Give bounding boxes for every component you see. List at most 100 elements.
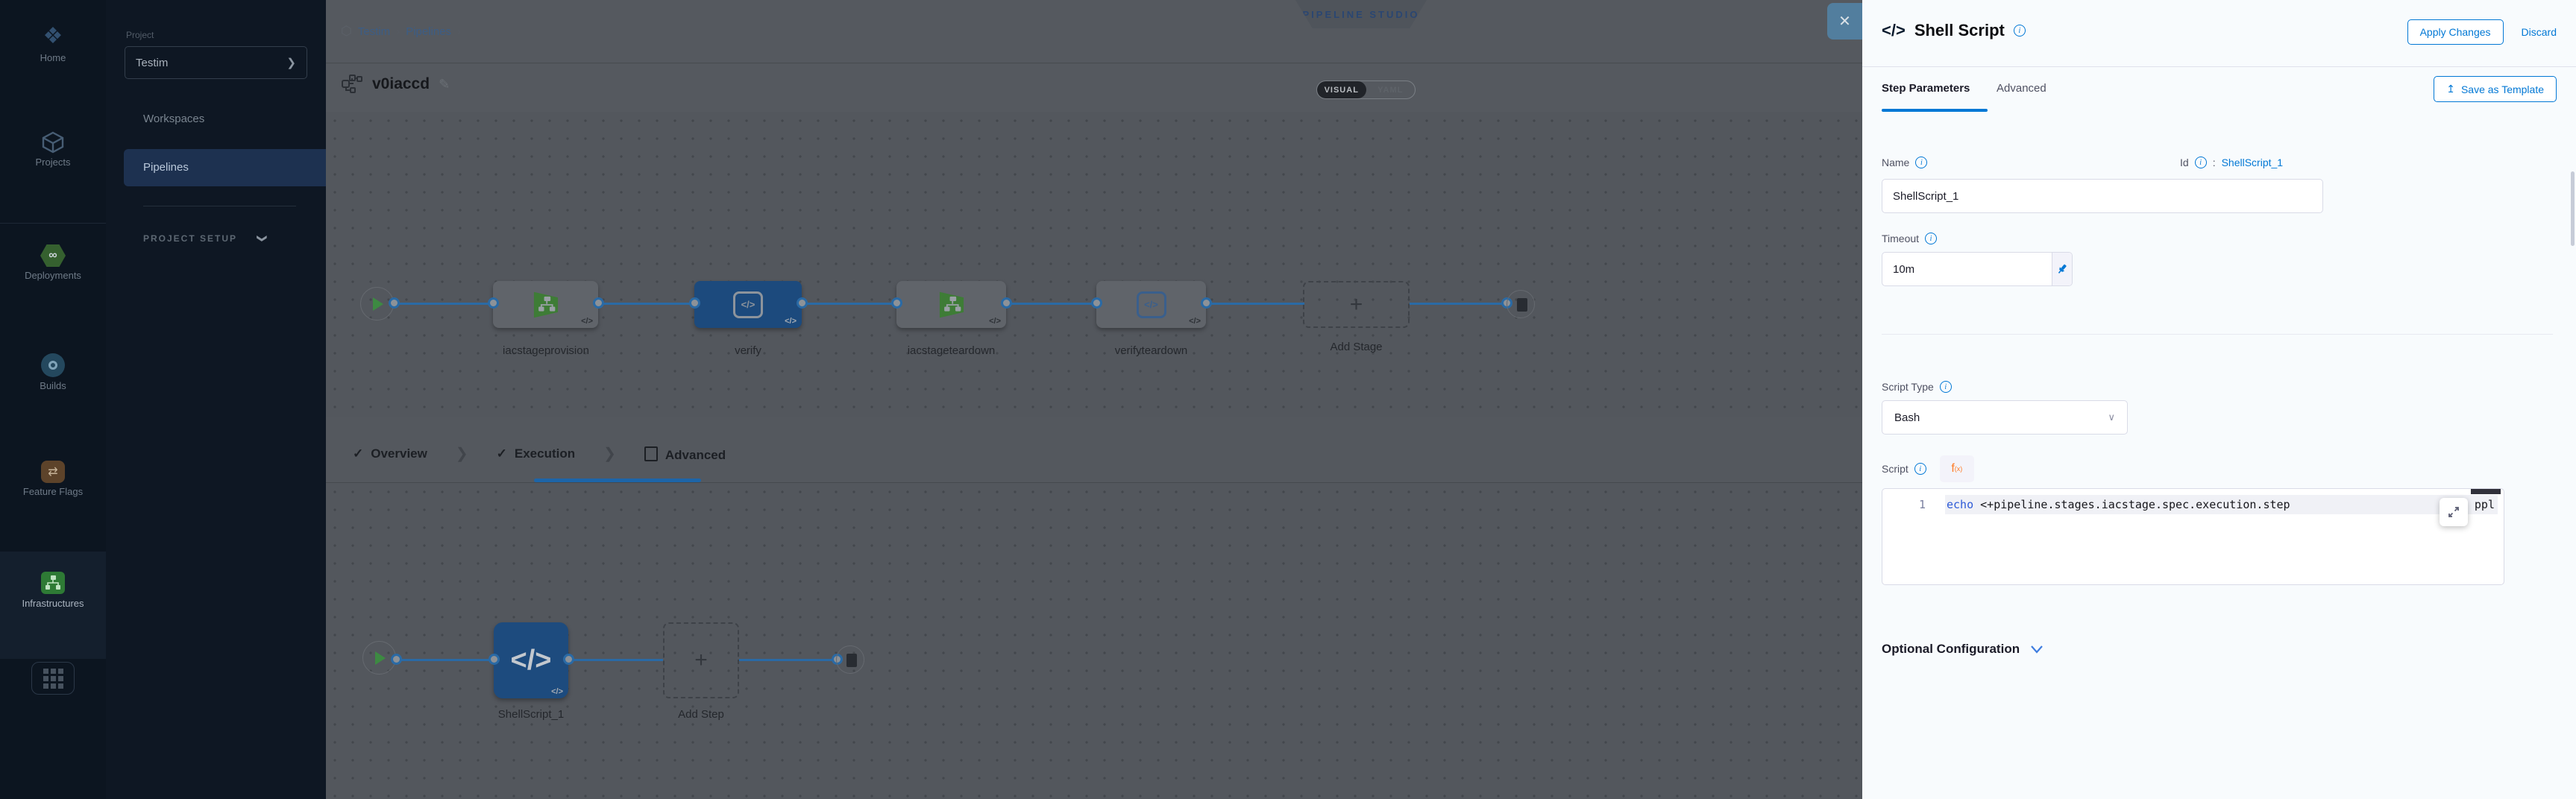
flow-port [1201, 297, 1212, 309]
project-section-label: Project [126, 30, 154, 40]
sidebar-item-pipelines[interactable]: Pipelines [124, 149, 326, 186]
code-badge: </> [581, 317, 593, 326]
project-setup-toggle[interactable]: PROJECT SETUP❯ [143, 233, 268, 244]
stage-node-verifyteardown[interactable]: </> </> [1096, 281, 1206, 328]
project-cube-icon: ⬡ [341, 24, 352, 38]
current-line-highlight [1945, 495, 2498, 514]
name-input[interactable] [1882, 179, 2323, 213]
info-icon[interactable]: i [1914, 463, 1926, 475]
nav-item-infrastructures[interactable]: Infrastructures [0, 571, 106, 609]
stage-label: iacstageprovision [503, 344, 589, 357]
deployments-icon: ∞ [40, 244, 66, 267]
chevron-right-icon: ❯ [286, 57, 296, 69]
flow-port [593, 297, 604, 309]
sidebar-item-label: Workspaces [143, 113, 205, 125]
shell-script-icon: </> [1882, 21, 1906, 40]
module-grid-button[interactable] [31, 662, 75, 695]
script-type-label: Script Type [1882, 381, 1934, 393]
toggle-yaml[interactable]: YAML [1377, 85, 1404, 95]
flow-port [689, 297, 700, 309]
optional-configuration-toggle[interactable]: Optional Configuration [1882, 642, 2557, 657]
sidebar-item-workspaces[interactable]: Workspaces [106, 106, 326, 133]
plus-icon: + [694, 648, 708, 672]
stop-icon [1517, 298, 1527, 312]
nav-item-builds[interactable]: Builds [0, 353, 106, 391]
tab-advanced[interactable]: Advanced [1997, 82, 2046, 95]
project-selector[interactable]: Testim ❯ [125, 46, 307, 79]
info-icon[interactable]: i [1939, 381, 1952, 393]
section-divider [1882, 334, 2553, 335]
flow-edge [1006, 303, 1097, 305]
step-node-shellscript[interactable]: </> </> [494, 622, 568, 698]
play-icon [375, 651, 386, 665]
discard-button[interactable]: Discard [2521, 26, 2557, 38]
nav-item-home[interactable]: ❖ Home [0, 25, 106, 64]
check-icon: ✓ [353, 446, 364, 461]
infrastructures-icon [0, 571, 106, 595]
info-icon[interactable]: i [1925, 233, 1938, 244]
apply-changes-button[interactable]: Apply Changes [2407, 19, 2504, 45]
breadcrumb-separator: › [396, 25, 400, 38]
flow-end-node [1507, 290, 1535, 318]
stage-node-verify[interactable]: </> </> [694, 281, 802, 328]
stage-flow-canvas[interactable]: </> </> </> </> </> </> + iacstageprovis… [326, 112, 1862, 417]
breadcrumb-link-pipelines[interactable]: Pipelines [406, 25, 452, 38]
script-code-editor[interactable]: 1 echo <+pipeline.stages.iacstage.spec.e… [1882, 488, 2504, 585]
flow-edge [394, 303, 498, 305]
expand-arrows-icon [2448, 507, 2459, 517]
breadcrumb-link-testim[interactable]: Testim [357, 25, 391, 38]
info-icon[interactable]: i [2013, 25, 2026, 37]
id-label: Id [2180, 157, 2189, 168]
stage-node-iacstageprovision[interactable]: </> [493, 281, 598, 328]
info-icon[interactable]: i [2194, 157, 2207, 168]
drawer-header: </> Shell Script i Apply Changes Discard [1862, 0, 2576, 67]
editor-scrollbar-thumb[interactable] [2471, 489, 2501, 494]
edit-pencil-icon[interactable]: ✎ [439, 76, 450, 92]
nav-item-feature-flags[interactable]: ⇄ Feature Flags [0, 461, 106, 497]
id-value-link[interactable]: ShellScript_1 [2221, 157, 2284, 168]
step-label: ShellScript_1 [497, 708, 565, 721]
main-nav-rail: ❖ Home Projects ∞ Deployments Builds ⇄ F… [0, 0, 106, 799]
info-icon[interactable]: i [1915, 157, 1928, 168]
add-step-button[interactable]: + [663, 622, 739, 698]
active-tab-underline [534, 479, 701, 482]
save-as-template-button[interactable]: ↥ Save as Template [2434, 76, 2557, 102]
stage-node-iacstageteardown[interactable]: </> [896, 281, 1006, 328]
drawer-title: Shell Script [1914, 21, 2005, 40]
flow-port [1001, 297, 1012, 309]
chevron-down-icon: ❯ [257, 234, 268, 243]
code-line-text: echo <+pipeline.stages.iacstage.spec.exe… [1947, 498, 2290, 511]
expression-fx-button[interactable]: f(x) [1939, 455, 1974, 482]
pipeline-graph-icon [341, 75, 363, 94]
drawer-close-button[interactable]: ✕ [1827, 3, 1862, 40]
toggle-visual[interactable]: VISUAL [1317, 81, 1366, 98]
nav-label: Builds [40, 380, 66, 391]
timeout-input[interactable] [1882, 253, 2052, 285]
editor-expand-button[interactable] [2440, 498, 2468, 526]
plus-icon: + [1349, 291, 1363, 317]
flow-port [489, 654, 500, 665]
add-stage-button[interactable]: + [1303, 281, 1410, 328]
execution-flow-canvas[interactable]: </> </> + ShellScript_1 Add Step [326, 483, 1862, 799]
tab-advanced[interactable]: Advanced [644, 444, 726, 463]
breadcrumb-separator: › [457, 25, 462, 38]
flow-port [797, 297, 808, 309]
script-type-select[interactable]: Bash ∨ [1882, 400, 2128, 435]
chevron-right-icon: ❯ [603, 446, 616, 462]
timeout-field [1882, 252, 2073, 286]
code-badge: </> [551, 687, 563, 696]
visual-yaml-toggle[interactable]: VISUAL YAML [1316, 80, 1416, 99]
nav-label: Infrastructures [22, 598, 84, 609]
pipeline-title-row: v0iaccd ✎ VISUAL YAML [326, 64, 1862, 112]
tab-step-parameters[interactable]: Step Parameters [1882, 82, 1970, 95]
step-config-drawer: ✕ </> Shell Script i Apply Changes Disca… [1827, 0, 2576, 799]
tab-overview[interactable]: ✓Overview [353, 446, 427, 461]
nav-item-projects[interactable]: Projects [0, 131, 106, 168]
drawer-scrollbar-thumb[interactable] [2571, 171, 2575, 246]
flow-port [389, 297, 400, 309]
fixed-value-pin-button[interactable] [2052, 253, 2072, 285]
flow-port [563, 654, 574, 665]
tab-execution[interactable]: ✓Execution [496, 446, 576, 461]
chevron-down-icon [2031, 645, 2043, 654]
nav-item-deployments[interactable]: ∞ Deployments [0, 244, 106, 281]
